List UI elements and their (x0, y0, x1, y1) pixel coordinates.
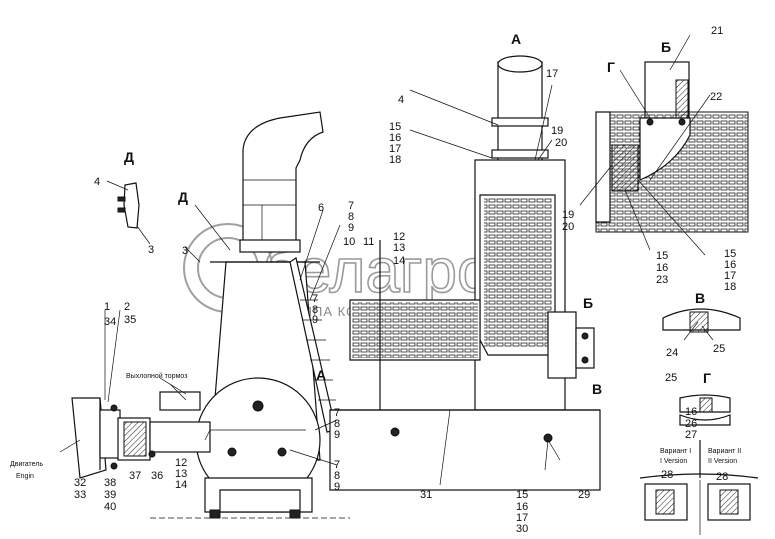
part-number: 15 (724, 248, 736, 260)
view-letter-a-top: А (511, 31, 521, 47)
part-number: 25 (713, 343, 725, 355)
variants-detail (639, 440, 759, 535)
part-number: 20 (555, 137, 567, 149)
view-letter-d-mid: Д (178, 189, 188, 205)
left-exhaust-assembly (150, 111, 350, 519)
part-number: 17 (516, 512, 528, 524)
part-number: 28 (716, 471, 728, 483)
part-number: 17 (724, 270, 736, 282)
part-number: 30 (516, 523, 528, 535)
part-number: 20 (562, 221, 574, 233)
view-letter-v-right: В (592, 381, 602, 397)
part-number: 16 (724, 259, 736, 271)
part-number: 2 (124, 301, 130, 313)
part-number: 7 (334, 407, 340, 419)
part-number: 19 (551, 125, 563, 137)
part-number: 21 (711, 25, 723, 37)
part-number: 15 (516, 489, 528, 501)
part-number: 4 (398, 94, 404, 106)
part-number: 8 (334, 418, 340, 430)
part-number: 9 (334, 429, 340, 441)
caption-engine-en: Engin (16, 473, 34, 480)
view-g-detail (679, 394, 731, 426)
part-number: 10 (343, 236, 355, 248)
part-number: 31 (420, 489, 432, 501)
part-number: 40 (104, 501, 116, 513)
view-letter-g-top: Г (607, 59, 615, 75)
part-number: 16 (516, 501, 528, 513)
engine-and-brake (71, 383, 211, 479)
part-number: 16 (656, 262, 668, 274)
part-number: 17 (389, 143, 401, 155)
caption-variant2-ru: Вариант II (708, 448, 741, 455)
part-number: 8 (348, 211, 354, 223)
part-number: 3 (182, 245, 188, 257)
part-number: 9 (334, 481, 340, 493)
part-number: 24 (666, 347, 678, 359)
part-number: 7 (348, 200, 354, 212)
radiator-assembly (329, 55, 601, 491)
part-number: 3 (148, 244, 154, 256)
caption-variant1-en: I Version (660, 458, 687, 465)
part-number: 8 (312, 304, 318, 316)
part-number: 6 (318, 202, 324, 214)
part-number: 18 (389, 154, 401, 166)
view-letter-d-left: Д (124, 149, 134, 165)
part-number: 16 (685, 406, 697, 418)
part-number: 16 (389, 132, 401, 144)
part-number: 13 (175, 468, 187, 480)
caption-variant2-en: II Version (708, 458, 737, 465)
part-number: 26 (685, 418, 697, 430)
part-numbers: 4 3 3 6 7 8 9 10 11 12 13 14 7 8 9 7 8 9… (74, 25, 736, 535)
caption-exhaust-brake: Выхлопной тормоз (126, 372, 187, 380)
part-number: 25 (665, 372, 677, 384)
view-letter-g-detail: Г (703, 370, 711, 386)
view-d-detail (106, 180, 151, 245)
part-number: 38 (104, 477, 116, 489)
part-number: 9 (348, 222, 354, 234)
caption-engine-ru: Двигатель (10, 461, 43, 468)
part-number: 17 (546, 68, 558, 80)
part-number: 35 (124, 314, 136, 326)
part-number: 8 (334, 470, 340, 482)
part-number: 18 (724, 281, 736, 293)
part-number: 37 (129, 470, 141, 482)
part-number: 1 (104, 301, 110, 313)
part-number: 9 (312, 314, 318, 326)
part-number: 14 (393, 255, 405, 267)
part-number: 19 (562, 209, 574, 221)
part-number: 22 (710, 91, 722, 103)
part-number: 28 (661, 469, 673, 481)
caption-variant1-ru: Вариант I (660, 448, 691, 455)
part-number: 13 (393, 242, 405, 254)
part-number: 15 (656, 250, 668, 262)
part-number: 15 (389, 121, 401, 133)
part-number: 12 (175, 457, 187, 469)
part-number: 36 (151, 470, 163, 482)
view-letter-b-right: Б (583, 295, 593, 311)
part-number: 34 (104, 316, 116, 328)
part-number: 29 (578, 489, 590, 501)
view-letter-v-detail: В (695, 290, 705, 306)
part-number: 33 (74, 489, 86, 501)
leader-lines (59, 34, 711, 486)
part-number: 7 (312, 293, 318, 305)
view-letter-a-mid: А (316, 367, 326, 383)
part-number: 4 (94, 176, 100, 188)
part-number: 32 (74, 477, 86, 489)
part-number: 7 (334, 459, 340, 471)
part-number: 27 (685, 429, 697, 441)
part-number: 11 (363, 236, 374, 248)
view-letter-b-top: Б (661, 39, 671, 55)
part-number: 23 (656, 274, 668, 286)
view-b-detail (595, 61, 749, 233)
part-number: 12 (393, 231, 405, 243)
part-number: 14 (175, 479, 187, 491)
view-v-detail (662, 308, 741, 341)
part-number: 39 (104, 489, 116, 501)
